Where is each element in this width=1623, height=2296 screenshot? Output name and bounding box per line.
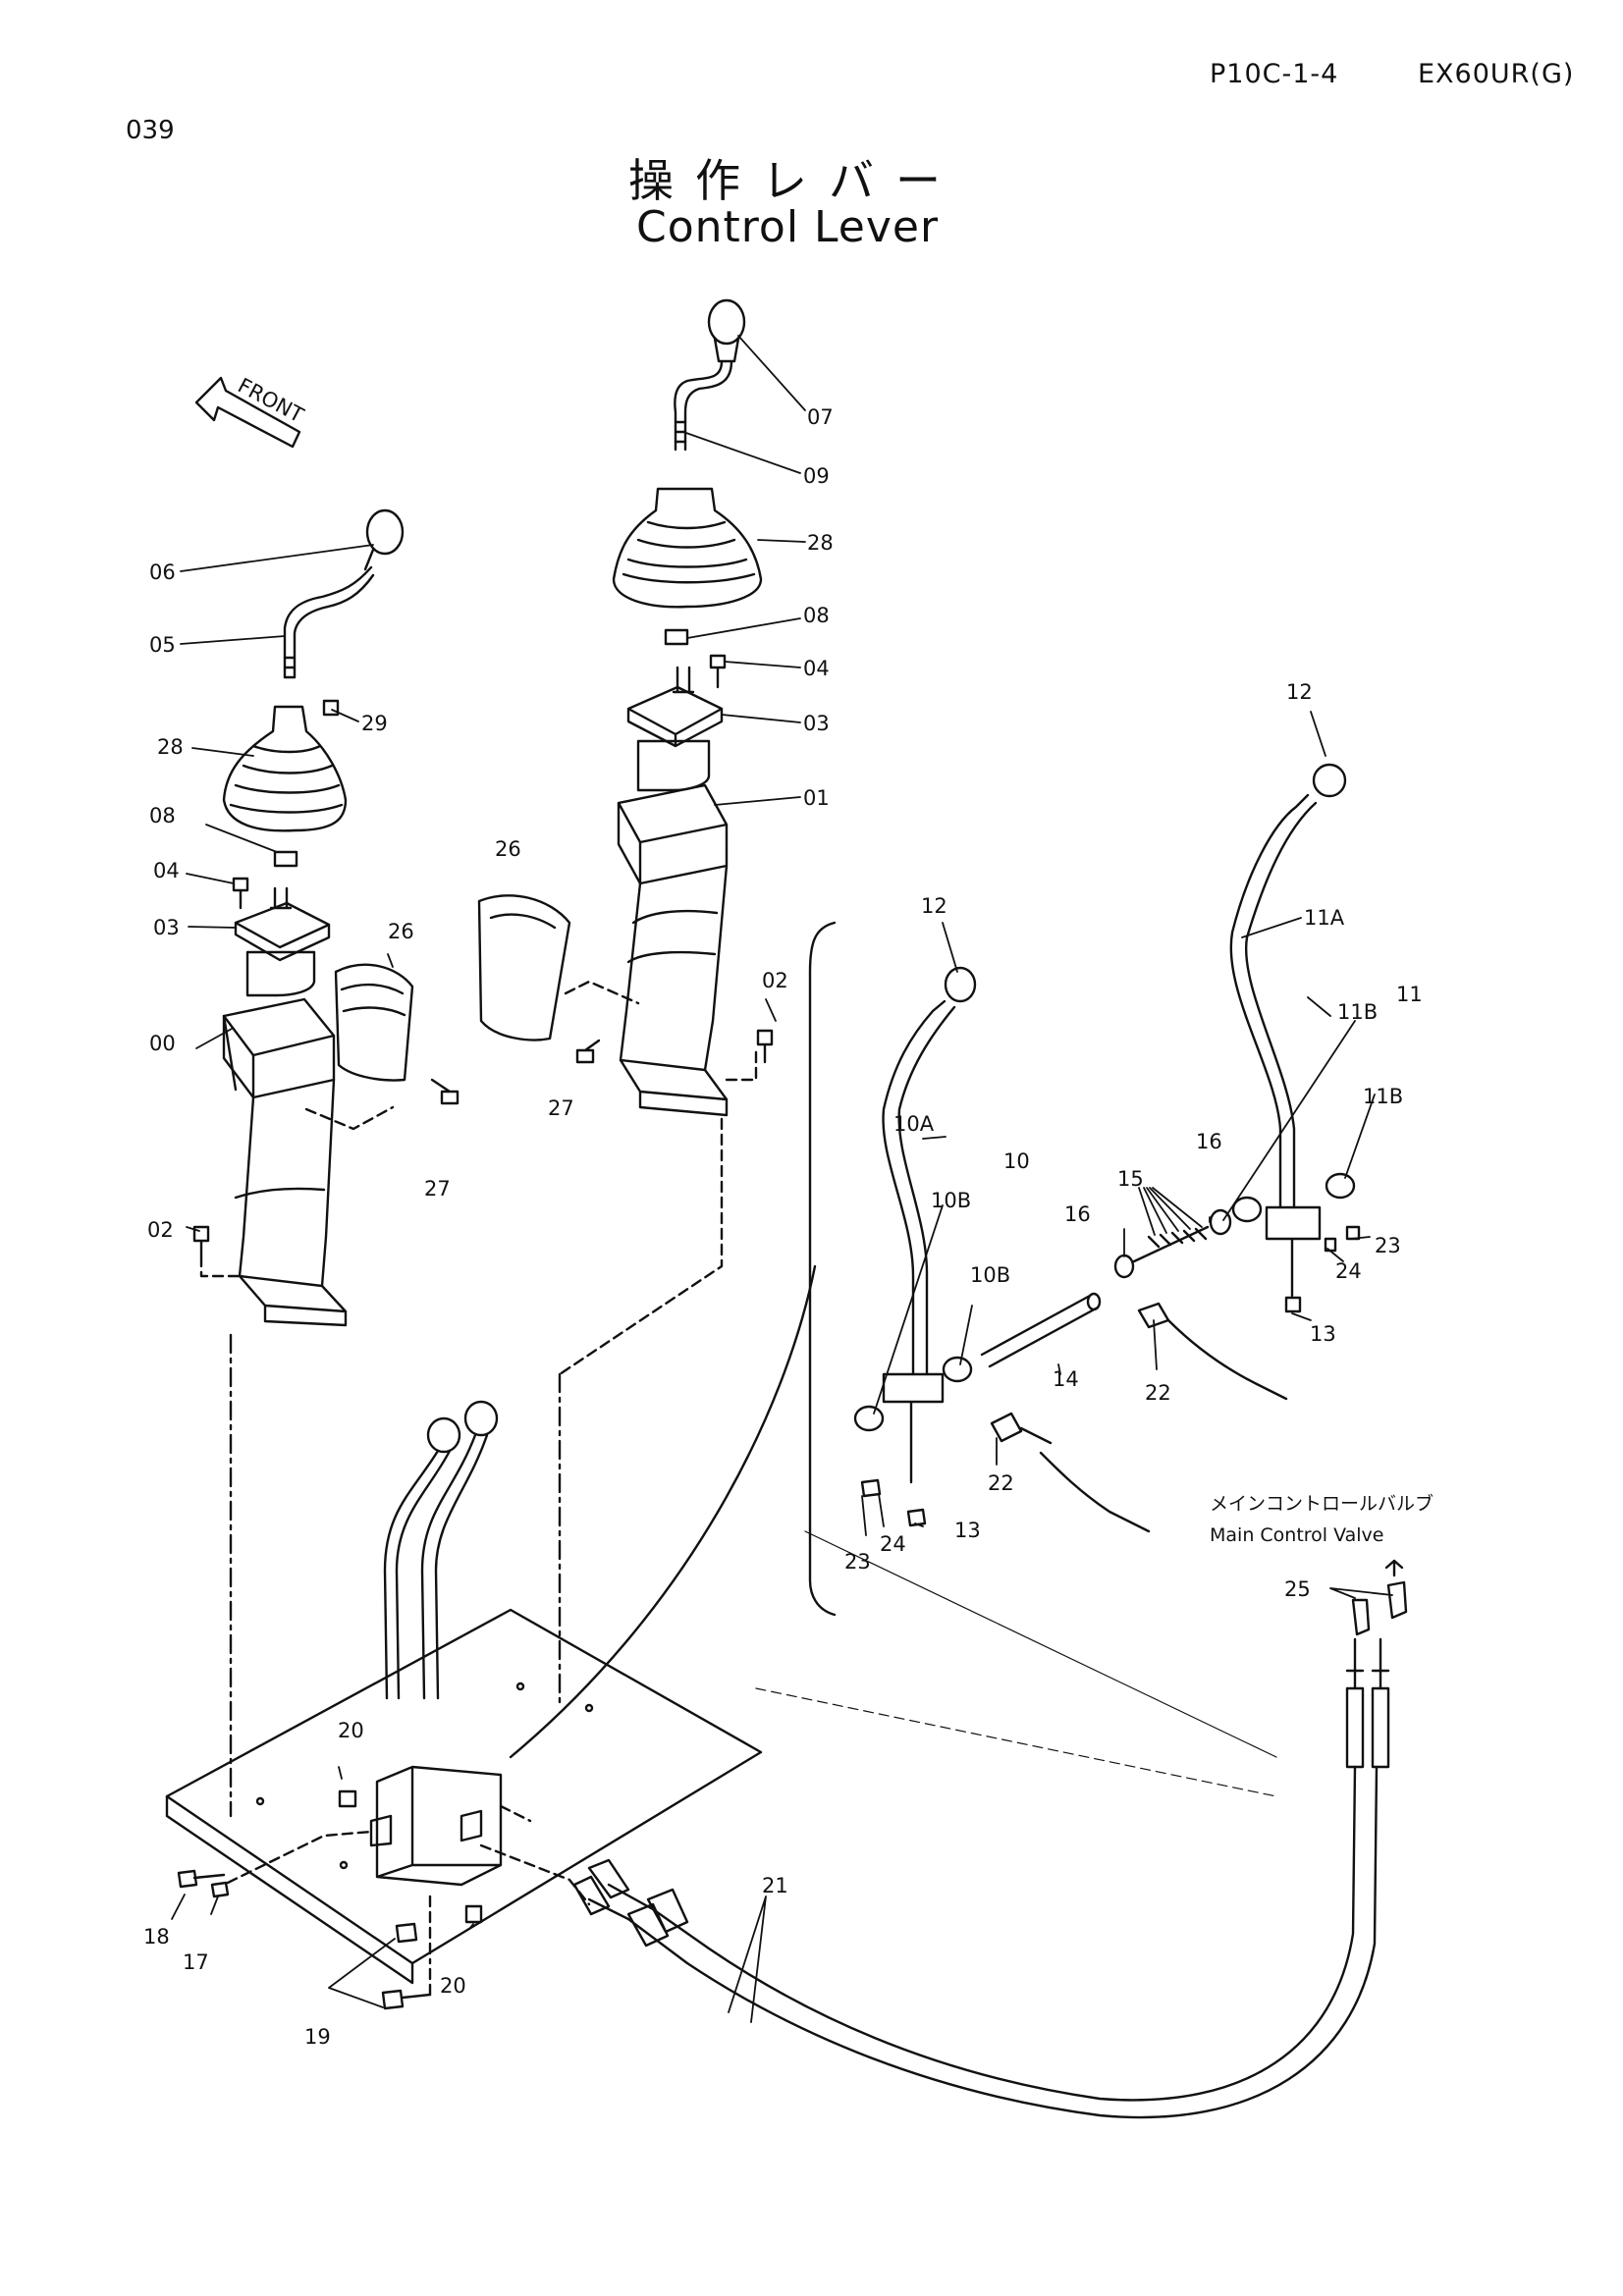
callout-label: 08 xyxy=(803,604,830,627)
callout-label: 24 xyxy=(1335,1259,1362,1283)
callout-label: 17 xyxy=(183,1950,209,1974)
callout-label: 05 xyxy=(149,633,176,657)
right-lever-assembly xyxy=(477,298,774,1117)
callout-label: 11B xyxy=(1337,1000,1378,1024)
callout-label: 22 xyxy=(988,1471,1014,1495)
callout-label: 27 xyxy=(548,1096,574,1120)
callout-labels: 07 09 28 08 04 03 01 26 02 27 06 05 29 2… xyxy=(143,405,1423,2049)
title-english: Control Lever xyxy=(636,202,940,252)
callout-label: 14 xyxy=(1053,1367,1079,1391)
callout-label: 16 xyxy=(1196,1130,1222,1153)
callout-label: 28 xyxy=(807,531,834,555)
callout-label: 21 xyxy=(762,1874,788,1897)
detail-inset xyxy=(509,921,1277,1797)
left-lever-assembly xyxy=(192,508,460,1327)
callout-label: 10B xyxy=(970,1263,1010,1287)
callout-label: 29 xyxy=(361,712,388,735)
callout-label: 20 xyxy=(338,1719,364,1742)
callout-label: 03 xyxy=(153,916,180,939)
callout-label: 02 xyxy=(147,1218,174,1242)
title-japanese: 操作レバー xyxy=(628,154,962,207)
page-number: 039 xyxy=(126,116,175,145)
callout-label: 22 xyxy=(1145,1381,1171,1405)
callout-label: 19 xyxy=(304,2025,331,2049)
callout-label: 11A xyxy=(1304,906,1345,930)
callout-label: 11B xyxy=(1363,1085,1403,1108)
callout-label: 02 xyxy=(762,969,788,992)
callout-label: 25 xyxy=(1284,1577,1311,1601)
main-control-valve-note-jp: メインコントロールバルブ xyxy=(1210,1492,1434,1515)
callout-label: 12 xyxy=(1286,680,1313,704)
callout-label: 00 xyxy=(149,1032,176,1055)
base-plate-assembly xyxy=(165,1117,763,2010)
callout-label: 04 xyxy=(803,657,830,680)
control-cables xyxy=(572,1559,1408,2119)
lever-10-detail xyxy=(853,966,1151,1533)
front-arrow-icon xyxy=(194,376,301,449)
callout-label: 03 xyxy=(803,712,830,735)
callout-label: 18 xyxy=(143,1925,170,1949)
callout-label: 11 xyxy=(1396,983,1423,1006)
page-code: P10C-1-4 xyxy=(1210,59,1339,89)
callout-label: 12 xyxy=(921,894,947,918)
callout-label: 16 xyxy=(1064,1202,1091,1226)
callout-label: 20 xyxy=(440,1974,466,1998)
callout-label: 28 xyxy=(157,735,184,759)
callout-label: 26 xyxy=(388,920,414,943)
callout-label: 10B xyxy=(931,1189,971,1212)
callout-label: 23 xyxy=(844,1550,871,1574)
callout-label: 06 xyxy=(149,561,176,584)
callout-label: 23 xyxy=(1375,1234,1401,1257)
callout-label: 07 xyxy=(807,405,834,429)
callout-label: 10 xyxy=(1003,1149,1030,1173)
main-control-valve-note-en: Main Control Valve xyxy=(1210,1524,1384,1546)
callout-label: 08 xyxy=(149,804,176,828)
callout-label: 13 xyxy=(954,1519,981,1542)
callout-label: 01 xyxy=(803,786,830,810)
callout-label: 27 xyxy=(424,1177,451,1201)
callout-leader-lines xyxy=(171,335,1393,2023)
callout-label: 24 xyxy=(880,1532,906,1556)
callout-label: 15 xyxy=(1117,1167,1144,1191)
callout-label: 13 xyxy=(1310,1322,1336,1346)
model-code: EX60UR(G) xyxy=(1418,59,1575,89)
lever-11-detail xyxy=(1113,763,1361,1401)
callout-label: 26 xyxy=(495,837,521,861)
callout-label: 09 xyxy=(803,464,830,488)
callout-label: 10A xyxy=(893,1112,935,1136)
callout-label: 04 xyxy=(153,859,180,882)
